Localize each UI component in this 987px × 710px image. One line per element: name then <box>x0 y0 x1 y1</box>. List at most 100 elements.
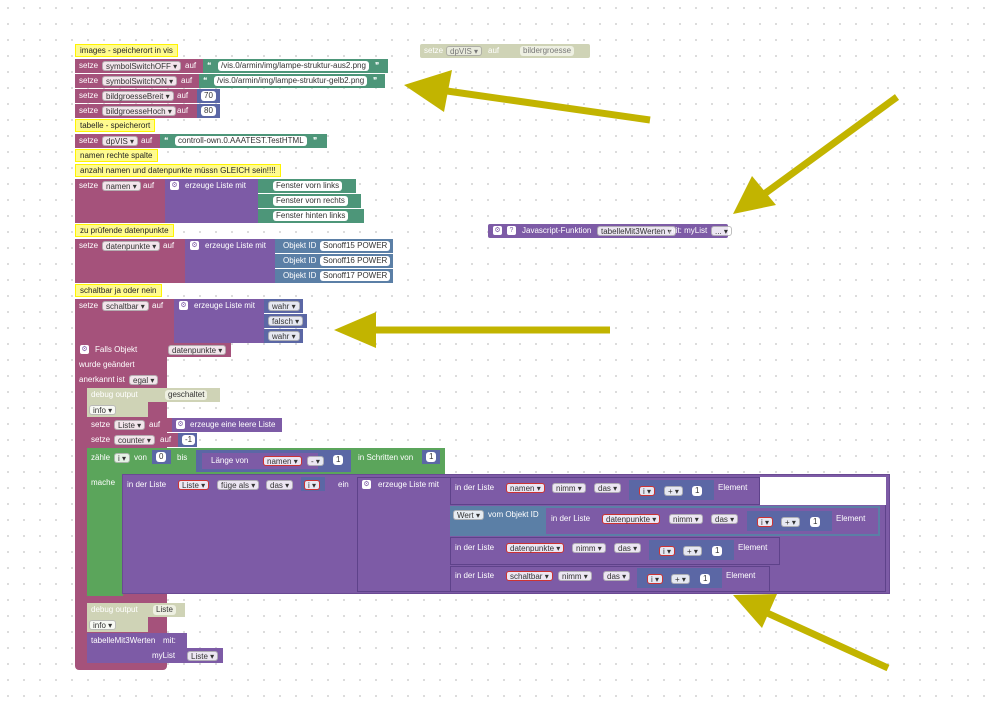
plus-i-var[interactable]: i <box>757 517 774 527</box>
auf-label: auf <box>160 435 172 444</box>
arrow-head-bottom <box>733 594 777 628</box>
comment-tabelle[interactable]: tabelle - speicherort <box>75 119 156 132</box>
plus-operator[interactable]: + <box>671 574 690 584</box>
help-icon[interactable]: ? <box>507 226 516 235</box>
quote-icon: ❞ <box>313 136 318 145</box>
get-mode-nimm[interactable]: nimm <box>558 571 592 581</box>
trigger-datenpunkte-var[interactable]: datenpunkte <box>168 345 227 355</box>
gear-icon[interactable]: ⚙ <box>170 181 179 190</box>
gear-icon[interactable]: ⚙ <box>179 301 188 310</box>
object-id-2[interactable]: Sonoff16 POWER <box>320 256 391 266</box>
var-dpvis[interactable]: dpVIS <box>102 136 139 146</box>
ghost-string-field[interactable]: bildergroesse <box>520 46 575 56</box>
gear-icon[interactable]: ⚙ <box>362 480 371 489</box>
setze-label: setze <box>79 91 99 100</box>
plus-one[interactable]: 1 <box>712 546 723 556</box>
create-list-label: erzeuge Liste mit <box>205 241 266 250</box>
var-bildgroessebreit[interactable]: bildgroesseBreit <box>102 91 174 101</box>
setze-label: setze <box>91 435 111 444</box>
insert-liste-var[interactable]: Liste <box>178 480 210 490</box>
plus-one[interactable]: 1 <box>692 486 703 496</box>
gear-icon[interactable]: ⚙ <box>493 226 502 235</box>
var-symbolswitchoff[interactable]: symbolSwitchOFF <box>102 61 182 71</box>
insert-index-var[interactable]: i <box>304 480 321 490</box>
var-counter[interactable]: counter <box>114 435 155 445</box>
comment-namen[interactable]: namen rechte spalte <box>75 149 158 162</box>
get-where-das[interactable]: das <box>594 483 622 493</box>
debug-string-geschaltet[interactable]: geschaltet <box>165 390 208 400</box>
create-empty-list-block[interactable] <box>172 418 282 432</box>
arrow-top-horizontal <box>439 86 651 124</box>
function-arg-liste[interactable]: Liste <box>187 651 219 661</box>
js-function-ellipsis[interactable]: ... <box>711 226 732 236</box>
var-bildgroessehoch[interactable]: bildgroesseHoch <box>102 106 176 116</box>
string-name-2[interactable]: Fenster vorn rechts <box>273 196 348 206</box>
comment-datenpunkte[interactable]: zu prüfende datenpunkte <box>75 224 174 237</box>
gear-icon[interactable]: ⚙ <box>80 345 89 354</box>
create-list-schaltbar[interactable] <box>174 299 264 343</box>
boolean-1[interactable]: wahr <box>268 301 300 311</box>
number-counter[interactable]: -1 <box>182 435 196 445</box>
get-where-das[interactable]: das <box>603 571 631 581</box>
var-schaltbar[interactable]: schaltbar <box>102 301 149 311</box>
in-der-liste-label: in der Liste <box>455 571 495 580</box>
var-symbolswitchon[interactable]: symbolSwitchON <box>102 76 178 86</box>
plus-one[interactable]: 1 <box>810 517 821 527</box>
create-list-datenpunkte[interactable] <box>185 239 275 283</box>
plus-operator[interactable]: + <box>664 486 683 496</box>
debug-level-info[interactable]: info <box>89 405 117 415</box>
anerkannt-dropdown[interactable]: egal <box>129 375 159 385</box>
string-name-3[interactable]: Fenster hinten links <box>273 211 349 221</box>
comment-schaltbar[interactable]: schaltbar ja oder nein <box>75 284 162 297</box>
object-id-1[interactable]: Sonoff15 POWER <box>320 241 391 251</box>
auf-label: auf <box>177 91 189 100</box>
number-hoch[interactable]: 80 <box>201 106 216 116</box>
loop-step[interactable]: 1 <box>426 452 437 462</box>
comment-anzahl[interactable]: anzahl namen und datenpunkte müssn GLEIC… <box>75 164 281 177</box>
auf-label: auf <box>181 76 193 85</box>
minus-one[interactable]: 1 <box>333 455 344 465</box>
create-list-namen[interactable] <box>165 179 258 223</box>
string-dpvis[interactable]: controll-own.0.AAATEST.TestHTML <box>175 136 307 146</box>
number-breit[interactable]: 70 <box>201 91 216 101</box>
plus-i-var[interactable]: i <box>647 574 664 584</box>
minus-operator[interactable]: - <box>307 456 324 466</box>
length-namen-var[interactable]: namen <box>263 456 302 466</box>
string-symbolswitchon[interactable]: /vis.0/armin/img/lampe-struktur-gelb2.pn… <box>214 76 368 86</box>
get-where-das[interactable]: das <box>614 543 642 553</box>
value-dropdown[interactable]: Wert <box>453 510 484 520</box>
get-where-das[interactable]: das <box>711 514 739 524</box>
var-namen[interactable]: namen <box>102 181 141 191</box>
gear-icon[interactable]: ⚙ <box>190 241 199 250</box>
get-dp-var[interactable]: datenpunkte <box>506 543 565 553</box>
get-mode-nimm[interactable]: nimm <box>669 514 703 524</box>
get-namen-var[interactable]: namen <box>506 483 545 493</box>
string-name-1[interactable]: Fenster vorn links <box>273 181 343 191</box>
loop-var-i[interactable]: i <box>114 453 131 463</box>
plus-one[interactable]: 1 <box>700 574 711 584</box>
insert-mode-dropdown[interactable]: füge als <box>217 480 260 490</box>
debug-level-info[interactable]: info <box>89 620 117 630</box>
string-symbolswitchoff[interactable]: /vis.0/armin/img/lampe-struktur-aus2.png <box>218 61 369 71</box>
ghost-dpvis-dropdown[interactable]: dpVIS <box>446 46 483 56</box>
object-id-3[interactable]: Sonoff17 POWER <box>320 271 391 281</box>
plus-operator[interactable]: + <box>781 517 800 527</box>
get-mode-nimm[interactable]: nimm <box>552 483 586 493</box>
comment-images[interactable]: images - speicherort in vis <box>75 44 178 57</box>
laenge-von-label: Länge von <box>211 456 249 465</box>
gear-icon[interactable]: ⚙ <box>176 420 185 429</box>
insert-where-dropdown[interactable]: das <box>266 480 294 490</box>
js-function-name-field[interactable]: tabelleMit3Werten <box>597 226 676 236</box>
get-mode-nimm[interactable]: nimm <box>572 543 606 553</box>
var-datenpunkte[interactable]: datenpunkte <box>102 241 161 251</box>
plus-i-var[interactable]: i <box>659 546 676 556</box>
plus-operator[interactable]: + <box>683 546 702 556</box>
plus-i-var[interactable]: i <box>639 486 656 496</box>
get-dp-var[interactable]: datenpunkte <box>602 514 661 524</box>
boolean-2[interactable]: falsch <box>268 316 304 326</box>
debug-liste-var[interactable]: Liste <box>153 605 176 615</box>
var-liste[interactable]: Liste <box>114 420 146 430</box>
get-schaltbar-var[interactable]: schaltbar <box>506 571 553 581</box>
loop-from[interactable]: 0 <box>156 452 167 462</box>
boolean-3[interactable]: wahr <box>268 331 300 341</box>
